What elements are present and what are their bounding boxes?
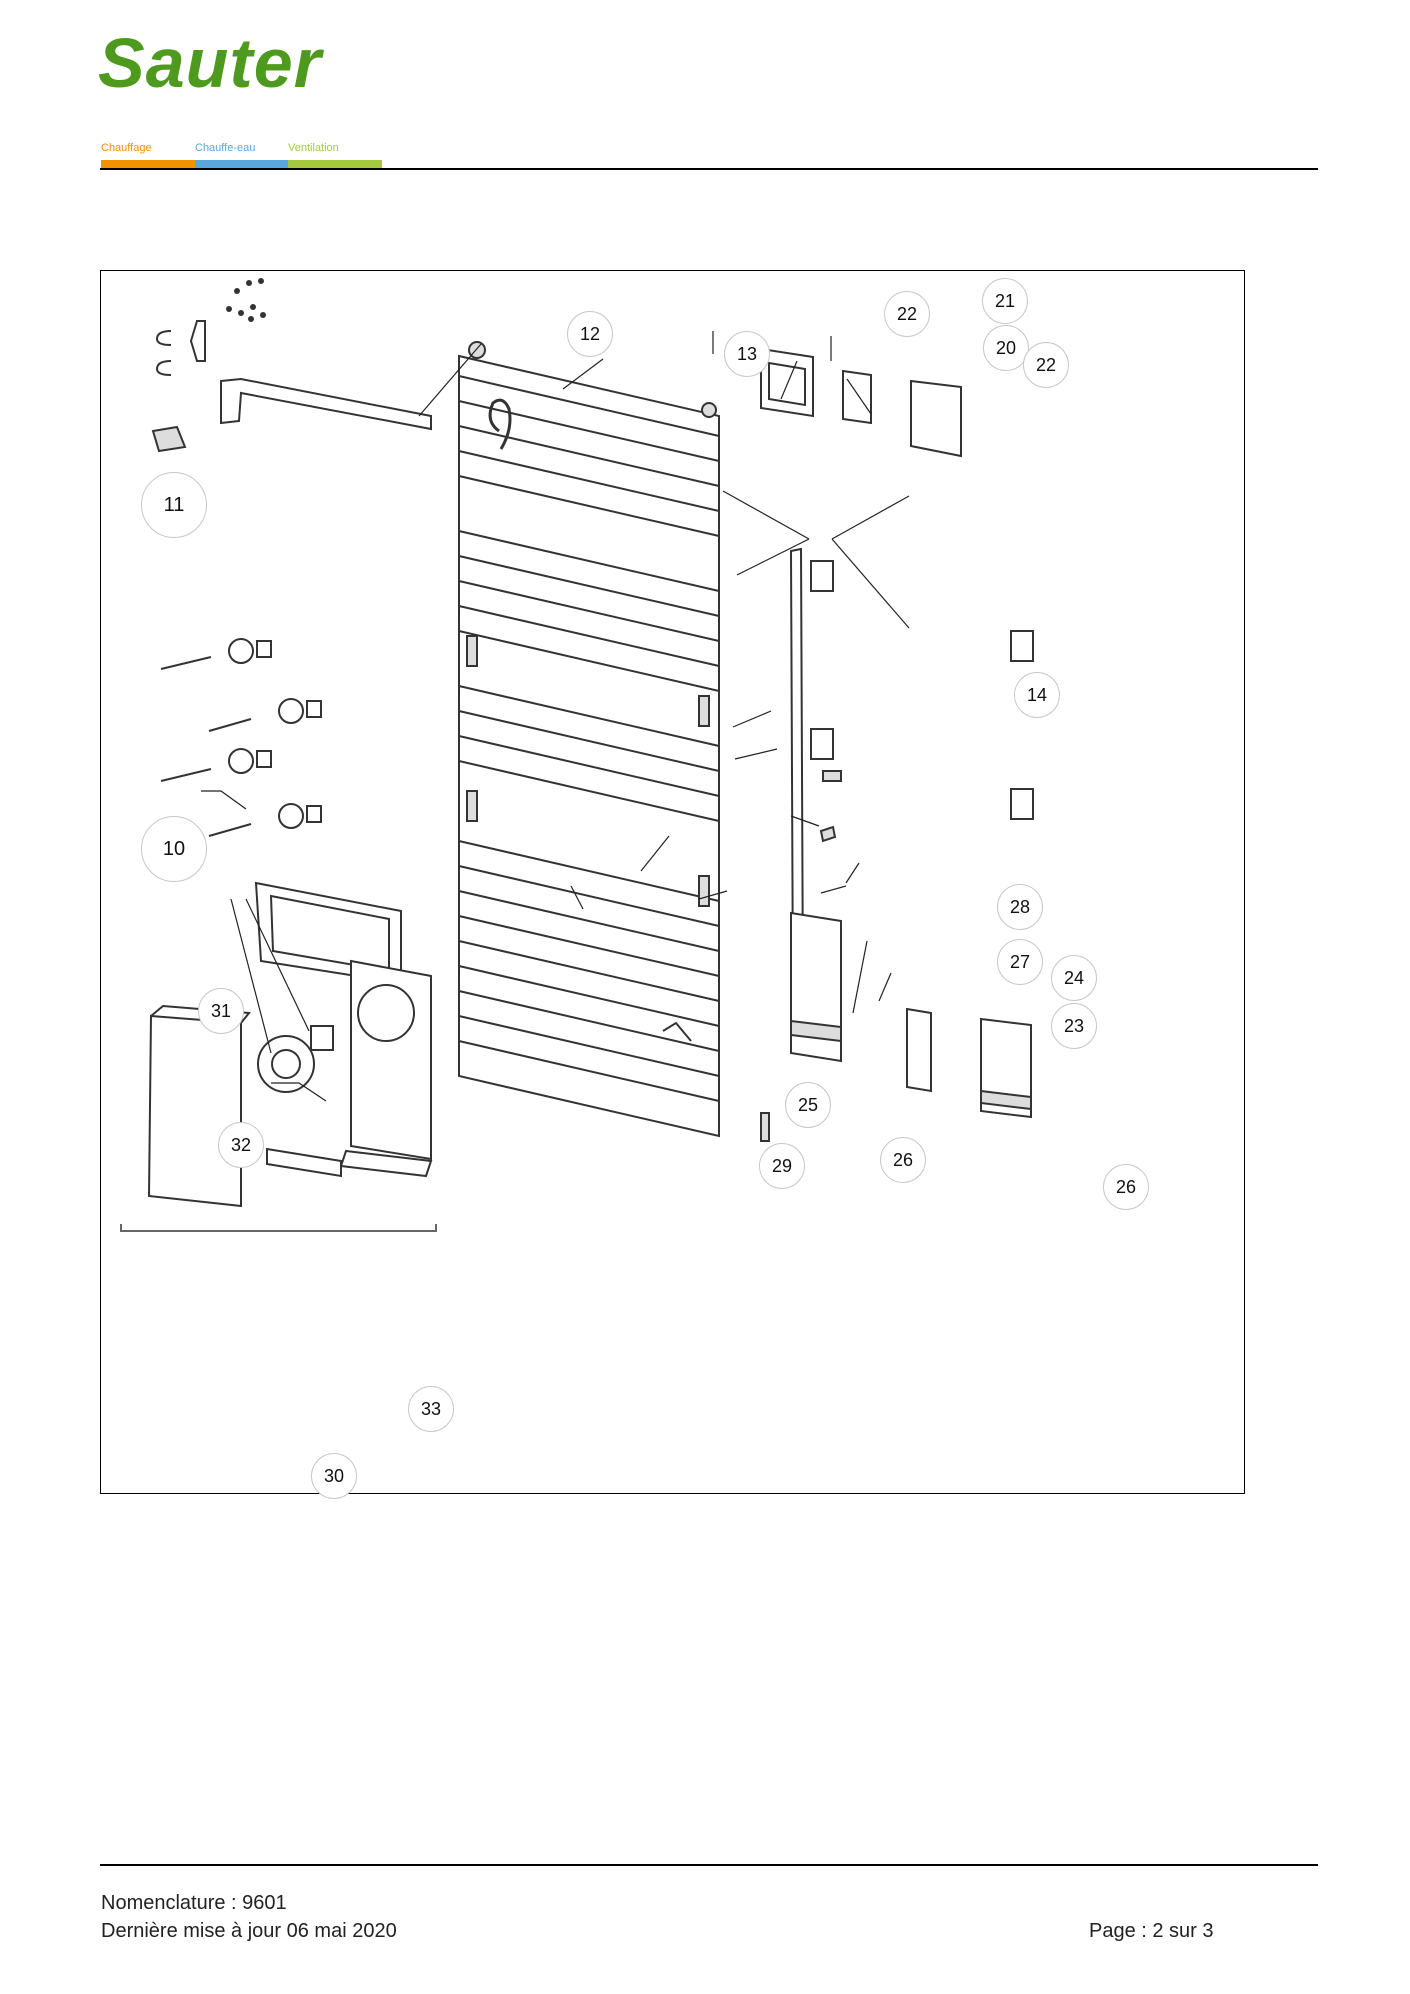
tagline-bar-chauffe-eau: [195, 160, 289, 168]
callout-26: 26: [880, 1137, 926, 1183]
parts-drawing: [120, 278, 1034, 1232]
callout-22b: 22: [1023, 342, 1069, 388]
tagline-chauffe-eau: Chauffe-eau: [195, 142, 256, 154]
callout-25: 25: [785, 1082, 831, 1128]
tagline-bar-chauffage: [101, 160, 195, 168]
end-cap-c: [810, 728, 834, 760]
callout-30: 30: [311, 1453, 357, 1499]
callout-11: 11: [141, 472, 207, 538]
callout-24: 24: [1051, 955, 1097, 1001]
callout-13: 13: [724, 331, 770, 377]
circuit-board-23: [906, 1007, 932, 1093]
page-indicator: Page : 2 sur 3: [1089, 1920, 1214, 1942]
footer-rule: [100, 1864, 1318, 1866]
callout-32: 32: [218, 1122, 264, 1168]
callout-22: 22: [884, 291, 930, 337]
callout-28: 28: [997, 884, 1043, 930]
callout-33: 33: [408, 1386, 454, 1432]
control-box-cover: [147, 1014, 242, 1208]
callout-10: 10: [141, 816, 207, 882]
tagline-bar-ventilation: [288, 160, 382, 168]
nomenclature-label: Nomenclature : 9601: [101, 1892, 287, 1914]
display-module-20: [842, 369, 872, 425]
end-cap-b: [1010, 630, 1034, 662]
wall-fixings: [160, 638, 322, 837]
callout-21: 21: [982, 278, 1028, 324]
radiator-body: [458, 341, 720, 1138]
exploded-parts-diagram: 11 12 13 22 21 20 22 10 14 31 32 33 30 2…: [100, 270, 1245, 1499]
callout-14: 14: [1014, 672, 1060, 718]
last-updated-label: Dernière mise à jour 06 mai 2020: [101, 1920, 397, 1942]
callout-27: 27: [997, 939, 1043, 985]
logo-wordmark: Sauter: [98, 24, 322, 102]
callout-12: 12: [567, 311, 613, 357]
radiator-hook: [488, 398, 512, 450]
filter-unit: [266, 1147, 342, 1178]
callout-23: 23: [1051, 1003, 1097, 1049]
callout-31: 31: [198, 988, 244, 1034]
sauter-logo: Sauter: [98, 28, 398, 98]
callout-26b: 26: [1103, 1164, 1149, 1210]
end-cap-a: [810, 560, 834, 592]
callout-20: 20: [983, 325, 1029, 371]
header-rule: [100, 168, 1318, 170]
top-bracket-bar: [220, 377, 432, 431]
fan-housing: [350, 959, 432, 1161]
end-cap-d: [1010, 788, 1034, 820]
tagline-ventilation: Ventilation: [288, 142, 339, 154]
callout-29: 29: [759, 1143, 805, 1189]
display-module-22b: [910, 379, 962, 458]
tagline-chauffage: Chauffage: [101, 142, 152, 154]
